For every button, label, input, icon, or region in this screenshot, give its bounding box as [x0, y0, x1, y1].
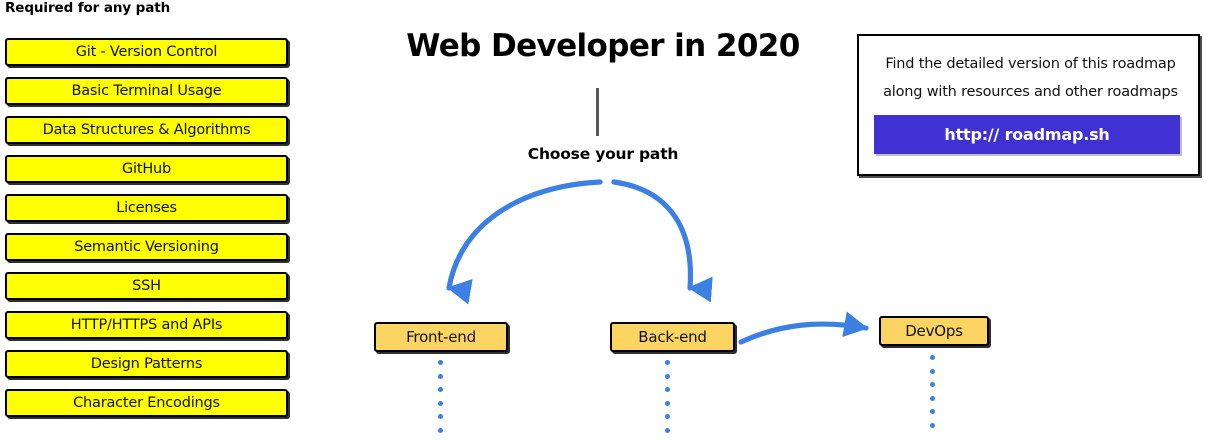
required-topic-label: Character Encodings — [73, 394, 220, 411]
choose-your-path-label: Choose your path — [527, 145, 679, 163]
required-topic-basic-terminal-usage[interactable]: Basic Terminal Usage — [5, 77, 288, 105]
required-topic-label: Semantic Versioning — [74, 238, 219, 255]
required-topic-label: GitHub — [121, 160, 172, 177]
title-stem-connector — [596, 88, 599, 136]
arrow-to-frontend — [446, 179, 603, 305]
required-topic-design-patterns[interactable]: Design Patterns — [5, 350, 288, 378]
roadmap-link-label: http:// roadmap.sh — [944, 125, 1110, 144]
required-topic-semantic-versioning[interactable]: Semantic Versioning — [5, 233, 288, 261]
required-topic-label: Licenses — [116, 199, 177, 216]
required-topics-heading: Required for any path — [5, 0, 171, 16]
required-topic-label: SSH — [132, 277, 161, 294]
info-card-line-1: Find the detailed version of this roadma… — [885, 56, 1176, 72]
required-topic-http-https-and-apis[interactable]: HTTP/HTTPS and APIs — [5, 311, 288, 339]
arrow-to-backend — [611, 179, 713, 303]
dotted-continuation-front-end — [438, 360, 443, 441]
path-box-label: DevOps — [905, 321, 963, 340]
required-topic-label: Basic Terminal Usage — [71, 82, 222, 99]
path-box-devops[interactable]: DevOps — [879, 316, 989, 346]
required-topic-github[interactable]: GitHub — [5, 155, 288, 183]
required-topic-data-structures-algorithms[interactable]: Data Structures & Algorithms — [5, 116, 288, 144]
info-card-line-2: along with resources and other roadmaps — [883, 84, 1178, 100]
arrow-backend-to-devops — [738, 311, 869, 345]
required-topic-label: Data Structures & Algorithms — [42, 121, 251, 138]
roadmap-link-button[interactable]: http:// roadmap.sh — [874, 115, 1180, 154]
required-topic-character-encodings[interactable]: Character Encodings — [5, 389, 288, 417]
dotted-continuation-devops — [930, 355, 935, 436]
page-title: Web Developer in 2020 — [406, 28, 800, 64]
path-box-label: Front-end — [406, 327, 476, 346]
required-topics-section: Required for any path Git - Version Cont… — [0, 0, 300, 436]
required-topic-label: HTTP/HTTPS and APIs — [70, 316, 223, 333]
required-topic-ssh[interactable]: SSH — [5, 272, 288, 300]
required-topic-git-version-control[interactable]: Git - Version Control — [5, 38, 288, 66]
required-topic-licenses[interactable]: Licenses — [5, 194, 288, 222]
path-box-label: Back-end — [638, 327, 707, 346]
path-box-back-end[interactable]: Back-end — [610, 322, 735, 352]
required-topic-label: Design Patterns — [90, 355, 203, 372]
info-card: Find the detailed version of this roadma… — [857, 34, 1200, 176]
path-box-front-end[interactable]: Front-end — [374, 322, 508, 352]
dotted-continuation-back-end — [665, 360, 670, 441]
required-topic-label: Git - Version Control — [75, 43, 218, 60]
